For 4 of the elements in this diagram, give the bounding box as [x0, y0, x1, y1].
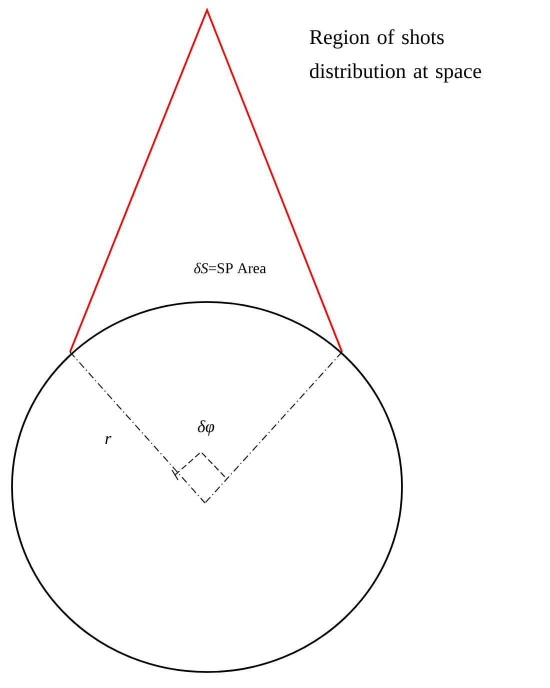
area-label: δS=SP Area — [194, 262, 266, 274]
region-label: Region of shots distribution at space — [310, 29, 482, 82]
radius-label: r — [105, 436, 112, 444]
angle-label: δφ — [198, 420, 214, 436]
